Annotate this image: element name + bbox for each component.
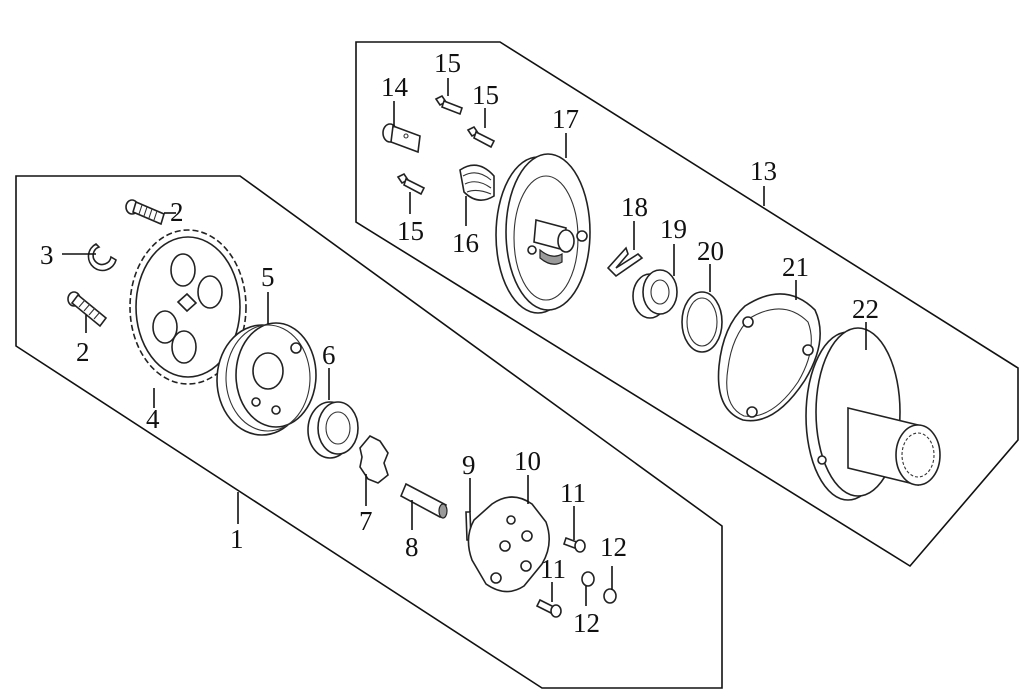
- clutch-drum: [495, 153, 591, 314]
- label-6: 6: [322, 340, 336, 370]
- label-2-upper: 2: [170, 197, 184, 227]
- bolt-lower: [67, 291, 108, 328]
- circlip: [87, 243, 117, 272]
- bolt-15-mid: [466, 125, 496, 149]
- label-21: 21: [782, 252, 809, 282]
- clutch-hub: [805, 327, 941, 501]
- label-18: 18: [621, 192, 648, 222]
- label-11-lower: 11: [540, 554, 566, 584]
- screw-lower: [535, 598, 562, 618]
- label-16: 16: [452, 228, 479, 258]
- label-3: 3: [40, 240, 54, 270]
- label-5: 5: [261, 262, 275, 292]
- clevis-pin: [382, 123, 421, 154]
- spring-cone: [459, 164, 495, 201]
- label-13: 13: [750, 156, 777, 186]
- label-15-low: 15: [397, 216, 424, 246]
- screw-upper: [562, 536, 586, 553]
- label-9: 9: [462, 450, 476, 480]
- label-7: 7: [359, 506, 373, 536]
- label-19: 19: [660, 214, 687, 244]
- label-12-lower: 12: [573, 608, 600, 638]
- leader-lines: [62, 78, 867, 606]
- gasket: [717, 293, 821, 422]
- spring-clip: [606, 246, 644, 278]
- outer-rotor: [307, 401, 359, 459]
- o-ring: [681, 291, 723, 353]
- drive-pin: [399, 482, 448, 519]
- label-1: 1: [230, 524, 244, 554]
- label-4: 4: [146, 404, 160, 434]
- label-12-right: 12: [600, 532, 627, 562]
- label-11-upper: 11: [560, 478, 586, 508]
- pump-housing: [216, 322, 317, 436]
- washer-right: [603, 588, 617, 604]
- pump-cover: [467, 496, 550, 593]
- label-17: 17: [552, 104, 579, 134]
- label-15-top: 15: [434, 48, 461, 78]
- washer-left: [581, 571, 595, 587]
- bolt-15-top: [434, 94, 463, 116]
- bolt-15-low: [396, 172, 426, 196]
- group-1-outline: [15, 175, 723, 689]
- sprocket-gear: [129, 229, 247, 385]
- bolt-upper: [125, 199, 165, 226]
- label-10: 10: [514, 446, 541, 476]
- label-2-lower: 2: [76, 337, 90, 367]
- label-14: 14: [381, 72, 409, 102]
- group-13-outline: [355, 41, 1019, 568]
- one-way-collar: [632, 269, 678, 319]
- label-22: 22: [852, 294, 879, 324]
- inner-rotor: [359, 435, 389, 484]
- label-20: 20: [697, 236, 724, 266]
- label-8: 8: [405, 532, 419, 562]
- label-15-mid: 15: [472, 80, 499, 110]
